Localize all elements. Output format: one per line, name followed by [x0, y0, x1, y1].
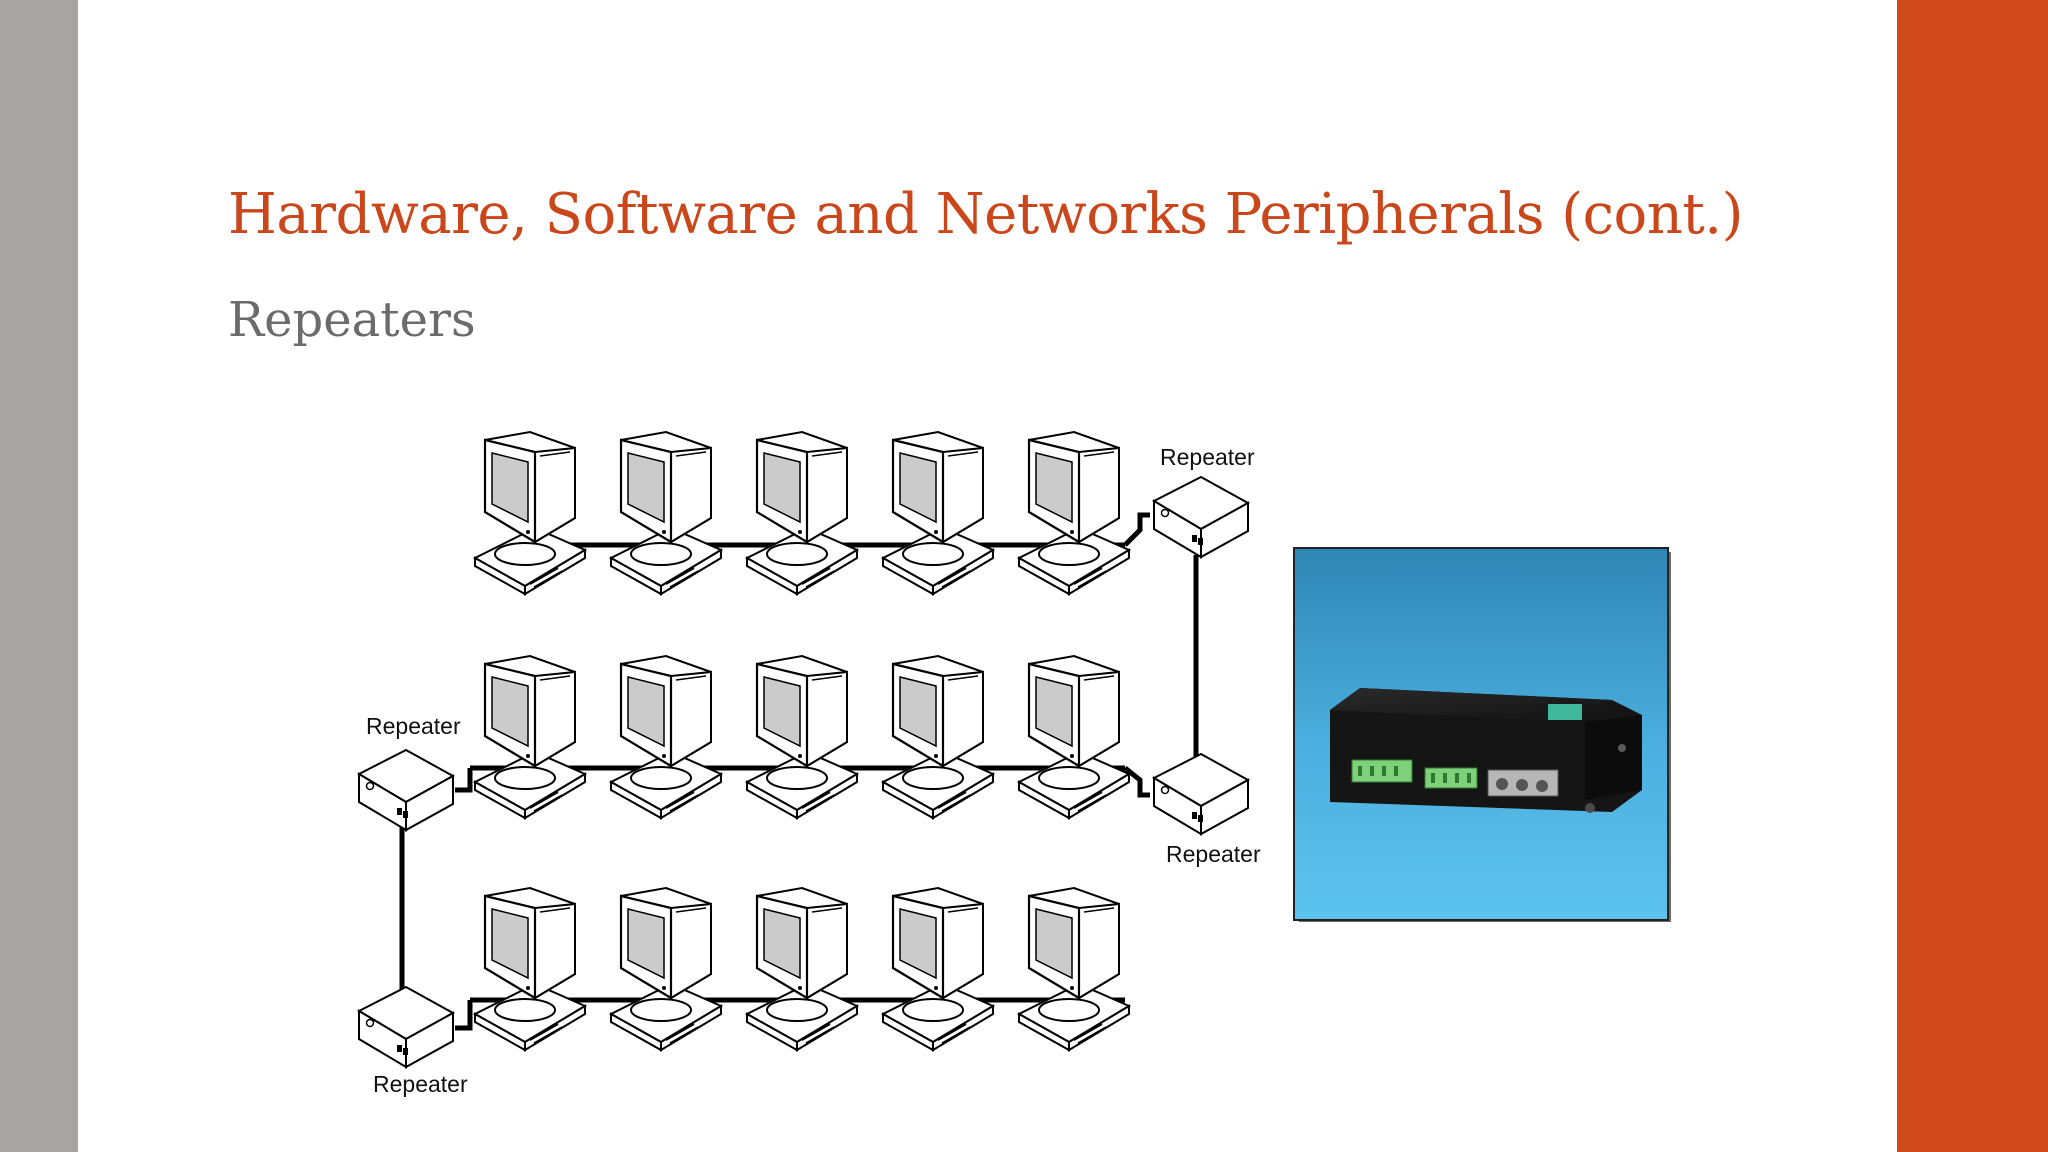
repeater-label-middle-left: Repeater [366, 713, 461, 739]
repeater-device [1330, 688, 1642, 813]
repeater-label-top-right: Repeater [1160, 444, 1255, 470]
repeater-label-middle-right: Repeater [1166, 841, 1261, 867]
slide-subtitle: Repeaters [228, 292, 476, 348]
slide-title: Hardware, Software and Networks Peripher… [228, 182, 1743, 247]
left-accent-bar [0, 0, 78, 1152]
repeater-label-bottom-left: Repeater [373, 1071, 468, 1097]
right-accent-bar [1897, 0, 2048, 1152]
